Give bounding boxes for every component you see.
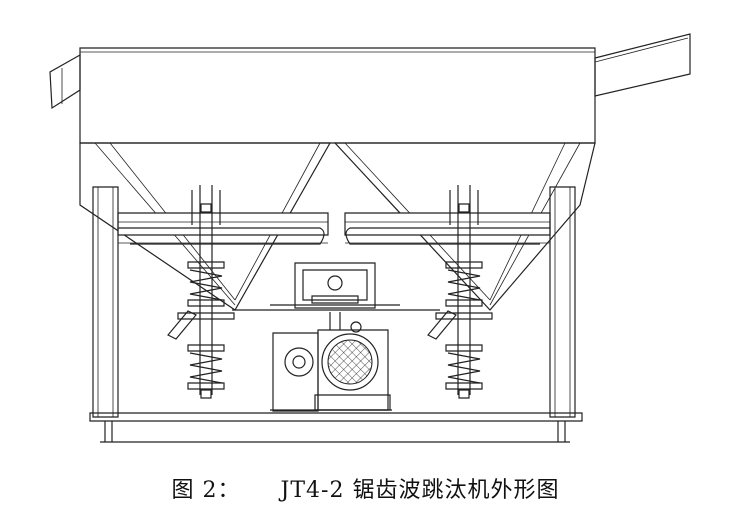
- top-box: [80, 48, 595, 143]
- cross-beam: [118, 213, 550, 243]
- spring-assembly-left: [168, 185, 234, 398]
- jig-machine-drawing: [0, 0, 731, 460]
- feed-chute-left: [50, 55, 80, 108]
- gearbox-bracket: [232, 263, 440, 330]
- discharge-chute-right: [595, 34, 690, 96]
- diaphragm-plates: [118, 228, 550, 244]
- motor-reducer: [270, 322, 392, 411]
- column-right: [550, 187, 575, 417]
- column-left: [93, 187, 118, 417]
- base-frame: [90, 413, 582, 442]
- figure-caption: 图 2： JT4-2 锯齿波跳汰机外形图: [0, 472, 731, 504]
- caption-title: JT4-2 锯齿波跳汰机外形图: [280, 478, 560, 503]
- caption-prefix: 图 2：: [171, 478, 241, 503]
- spring-assembly-right: [428, 185, 492, 398]
